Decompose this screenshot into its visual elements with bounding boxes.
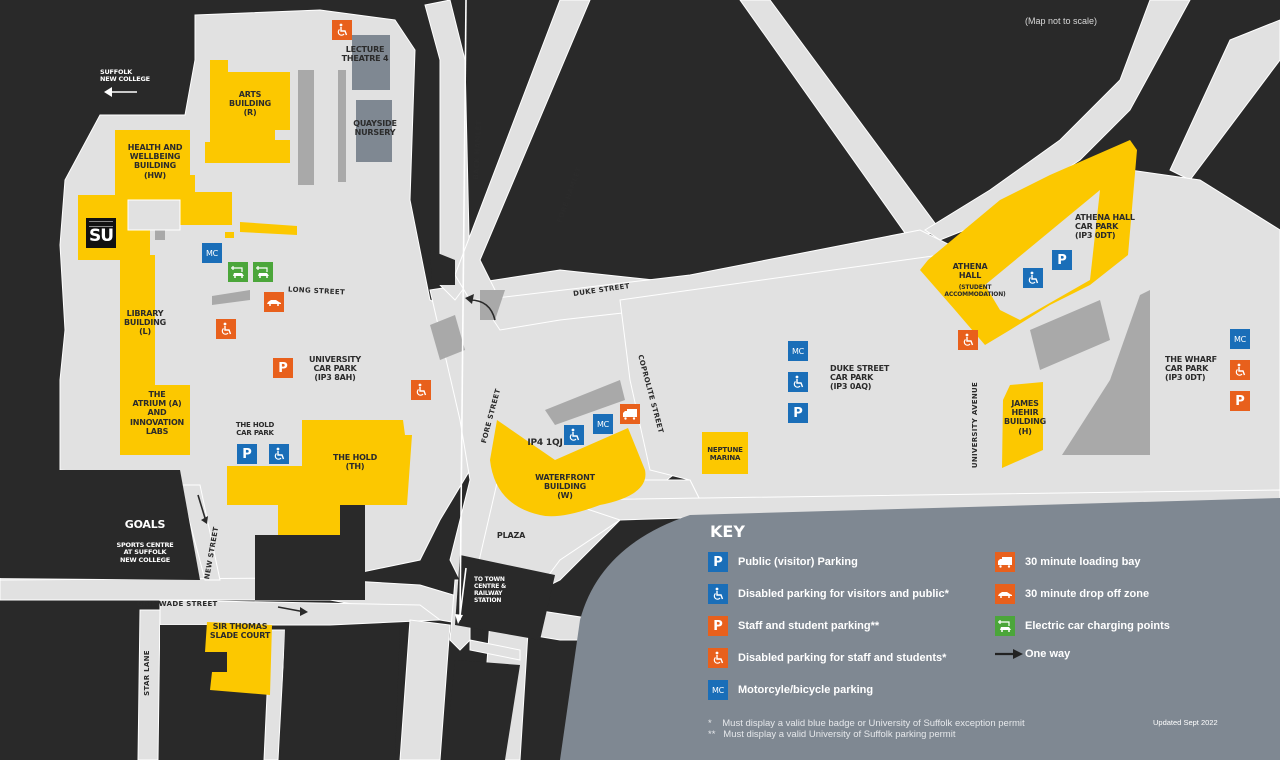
plaza-label: PLAZA	[496, 531, 526, 540]
disabled-public-parking-icon[interactable]	[788, 372, 808, 392]
goals-subtitle: SPORTS CENTRE AT SUFFOLK NEW COLLEGE	[116, 541, 174, 564]
library-building-label[interactable]: LIBRARY BUILDING (L)	[124, 309, 166, 337]
staff-parking-icon[interactable]: P	[1230, 391, 1250, 411]
duke-street-car-park-label[interactable]: DUKE STREET CAR PARK (IP3 0AQ)	[830, 364, 890, 392]
motorcycle-parking-icon[interactable]: MC	[593, 414, 613, 434]
students-union-logo: SU	[86, 218, 116, 248]
p-icon: P	[708, 616, 728, 636]
disabled-staff-parking-icon[interactable]	[1230, 360, 1250, 380]
lecture-theatre-4-label[interactable]: LECTURE THEATRE 4	[341, 45, 389, 64]
updated-date: Updated Sept 2022	[1153, 718, 1218, 727]
key-item-ev-charging: Electric car charging points	[995, 616, 1170, 636]
disabled-staff-parking-icon[interactable]	[216, 319, 236, 339]
sir-thomas-slade-court-label[interactable]: SIR THOMAS SLADE COURT	[209, 622, 271, 641]
ev-charger-icon[interactable]	[228, 262, 248, 282]
mc-icon: MC	[708, 680, 728, 700]
map-scale-note: (Map not to scale)	[1025, 16, 1098, 26]
james-hehir-building-label[interactable]: JAMES HEHIR BUILDING (H)	[1004, 399, 1046, 436]
car-icon	[995, 584, 1015, 604]
motorcycle-parking-icon[interactable]: MC	[202, 243, 222, 263]
public-parking-icon[interactable]: P	[788, 403, 808, 423]
waterfront-building-label[interactable]: WATERFRONT BUILDING (W)	[535, 473, 595, 501]
quayside-nursery-label[interactable]: QUAYSIDE NURSERY	[353, 119, 397, 138]
public-parking-icon[interactable]: P	[237, 444, 257, 464]
grimwade-street-label: GRIMWADE STREET	[137, 600, 218, 608]
the-hold-building-label[interactable]: THE HOLD (TH)	[332, 453, 378, 472]
disabled-staff-parking-icon[interactable]	[411, 380, 431, 400]
goals-label[interactable]: GOALS	[124, 518, 166, 531]
health-wellbeing-building-label[interactable]: HEALTH AND WELLBEING BUILDING (HW)	[127, 143, 183, 180]
the-wharf-car-park-label[interactable]: THE WHARF CAR PARK (IP3 0DT)	[1165, 355, 1217, 383]
map-key: KEY P Public (visitor) Parking Disabled …	[690, 515, 1280, 760]
disabled-public-parking-icon[interactable]	[269, 444, 289, 464]
arts-building-label[interactable]: ARTS BUILDING (R)	[229, 90, 271, 118]
truck-icon	[995, 552, 1015, 572]
key-item-motorcycle: MC Motorcyle/bicycle parking	[708, 680, 873, 700]
waterfront-postcode-label: IP4 1QJ	[527, 438, 563, 448]
wheelchair-icon	[708, 584, 728, 604]
wheelchair-icon	[708, 648, 728, 668]
key-item-loading-bay: 30 minute loading bay	[995, 552, 1141, 572]
disabled-public-parking-icon[interactable]	[1023, 268, 1043, 288]
key-item-one-way: One way	[995, 644, 1070, 664]
disabled-staff-parking-icon[interactable]	[332, 20, 352, 40]
university-car-park-label[interactable]: UNIVERSITY CAR PARK (IP3 8AH)	[309, 355, 361, 383]
the-hold-car-park-label[interactable]: THE HOLD CAR PARK	[235, 421, 275, 438]
disabled-staff-parking-icon[interactable]	[958, 330, 978, 350]
key-item-disabled-staff: Disabled parking for staff and students*	[708, 648, 946, 668]
footnote-parking-permit: ** Must display a valid University of Su…	[708, 729, 956, 740]
atrium-innovation-labs-label[interactable]: THE ATRIUM (A) AND INNOVATION LABS	[129, 390, 185, 436]
p-icon: P	[708, 552, 728, 572]
key-item-public-parking: P Public (visitor) Parking	[708, 552, 858, 572]
disabled-public-parking-icon[interactable]	[564, 425, 584, 445]
key-title: KEY	[710, 522, 745, 541]
star-lane-label: STAR LANE	[142, 650, 151, 696]
athena-hall-car-park-label[interactable]: ATHENA HALL CAR PARK (IP3 0DT)	[1075, 213, 1135, 241]
public-parking-icon[interactable]: P	[1052, 250, 1072, 270]
key-item-drop-off: 30 minute drop off zone	[995, 584, 1149, 604]
ev-charger-icon	[995, 616, 1015, 636]
motorcycle-parking-icon[interactable]: MC	[788, 341, 808, 361]
suffolk-new-college-label: SUFFOLK NEW COLLEGE	[100, 68, 150, 84]
motorcycle-parking-icon[interactable]: MC	[1230, 329, 1250, 349]
to-town-centre-label: TO TOWN CENTRE & RAILWAY STATION	[474, 576, 507, 604]
key-item-staff-parking: P Staff and student parking**	[708, 616, 879, 636]
ev-charger-icon[interactable]	[253, 262, 273, 282]
footnote-blue-badge: * Must display a valid blue badge or Uni…	[708, 718, 1025, 729]
drop-off-zone-icon[interactable]	[264, 292, 284, 312]
athena-hall-label[interactable]: ATHENA HALL	[952, 262, 988, 281]
staff-parking-icon[interactable]: P	[273, 358, 293, 378]
key-item-disabled-public: Disabled parking for visitors and public…	[708, 584, 949, 604]
arrow-icon	[995, 644, 1025, 664]
athena-hall-subtitle: (STUDENT ACCOMMODATION)	[944, 284, 1006, 298]
university-avenue-label: UNIVERSITY AVENUE	[971, 381, 980, 469]
neptune-marina-label[interactable]: NEPTUNE MARINA	[707, 446, 743, 463]
loading-bay-icon[interactable]	[620, 404, 640, 424]
